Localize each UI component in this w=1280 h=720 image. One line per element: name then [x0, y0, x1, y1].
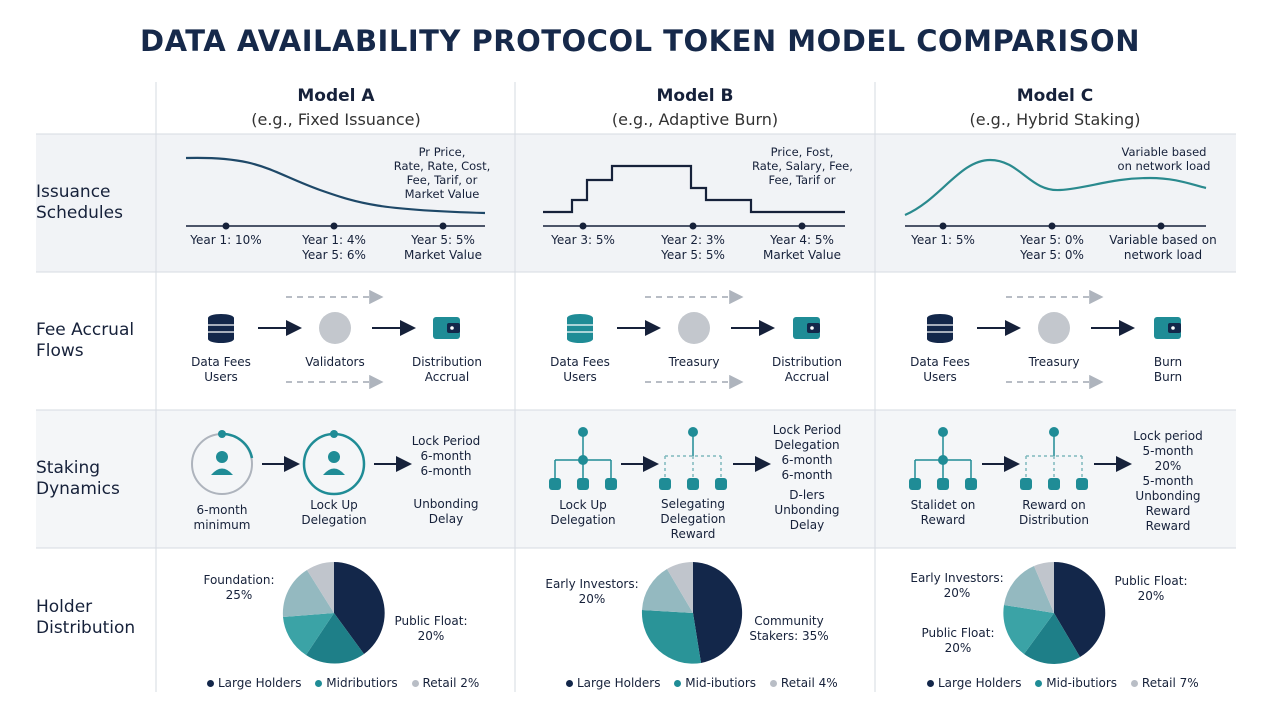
row-label-fees: Fee Accrual Flows [36, 320, 135, 361]
fee-label: Validators [305, 355, 365, 369]
tick-label: Year 4: 5%Market Value [762, 233, 842, 262]
wallet-icon [1154, 317, 1181, 339]
row-label-holders: Holder Distribution [36, 597, 136, 638]
model-b-subtitle: (e.g., Adaptive Burn) [611, 110, 779, 129]
fee-flow-c [977, 289, 1135, 390]
wallet-icon [793, 317, 820, 339]
fee-label: Treasury [1028, 355, 1080, 369]
model-a-name: Model A [297, 86, 375, 106]
staking-cycle-icon [191, 430, 254, 495]
model-c-name: Model C [1016, 86, 1094, 106]
delegation-tree-icon [1020, 427, 1088, 490]
model-a-header: Model A (e.g., Fixed Issuance) [156, 86, 516, 129]
tick-label: Year 2: 3%Year 5: 5% [661, 233, 725, 262]
database-icon [208, 314, 234, 343]
model-a-subtitle: (e.g., Fixed Issuance) [251, 110, 421, 129]
tick-label: Year 3: 5% [551, 233, 615, 247]
tick-label: Year 5: 5%Market Value [403, 233, 483, 262]
column-dividers [155, 82, 876, 692]
model-c-subtitle: (e.g., Hybrid Staking) [969, 110, 1141, 129]
tick-label: Year 1: 5% [911, 233, 975, 247]
tick-label: Year 1: 10% [190, 233, 262, 247]
holder-label: Early Investors:20% [545, 577, 639, 606]
holder-label: Foundation:25% [203, 573, 275, 602]
holder-label: Early Investors:20% [910, 571, 1004, 600]
staking-cycle-icon [302, 430, 366, 496]
fee-flow-b [617, 289, 775, 390]
row-label-issuance: Issuance Schedules [36, 182, 123, 223]
row-dividers [36, 133, 1236, 549]
model-b-header: Model B (e.g., Adaptive Burn) [515, 86, 875, 129]
page-title: DATA AVAILABILITY PROTOCOL TOKEN MODEL C… [140, 24, 1140, 58]
fee-flow-a [258, 289, 416, 390]
holder-pie-b [641, 561, 743, 664]
holder-legend-a: Large Holders Midributiors Retail 2% [207, 676, 489, 690]
database-icon [927, 314, 953, 343]
model-b-name: Model B [656, 86, 734, 106]
staking-band [36, 410, 1236, 548]
row-label-staking: Staking Dynamics [36, 458, 120, 499]
tick-label: Year 1: 4%Year 5: 6% [302, 233, 366, 262]
issuance-band [36, 134, 1236, 272]
holder-label: Public Float:20% [921, 626, 995, 655]
holder-pie-a [282, 562, 385, 664]
holder-legend-c: Large Holders Mid-ibutiors Retail 7% [927, 676, 1209, 690]
issuance-chart-b [543, 164, 845, 230]
issuance-note-b: Price, Fost,Rate, Salary, Fee,Fee, Tarif… [752, 145, 853, 187]
issuance-chart-c [904, 158, 1207, 230]
delegation-tree-icon [659, 427, 727, 490]
holder-label: Public Float:20% [1114, 574, 1188, 603]
holder-pie-c [1003, 561, 1106, 664]
issuance-note-a: Pr Price,Rate, Rate, Cost,Fee, Tarif, or… [393, 145, 491, 201]
tick-label: Year 5: 0%Year 5: 0% [1020, 233, 1084, 262]
holder-legend-b: Large Holders Mid-ibutiors Retail 4% [566, 676, 848, 690]
delegation-tree-icon [909, 427, 977, 490]
holder-label: Public Float:20% [394, 614, 468, 643]
model-c-header: Model C (e.g., Hybrid Staking) [875, 86, 1235, 129]
delegation-tree-icon [549, 427, 617, 490]
issuance-chart-a [185, 156, 486, 230]
wallet-icon [433, 317, 460, 339]
fee-label: Treasury [668, 355, 720, 369]
database-icon [567, 314, 593, 343]
